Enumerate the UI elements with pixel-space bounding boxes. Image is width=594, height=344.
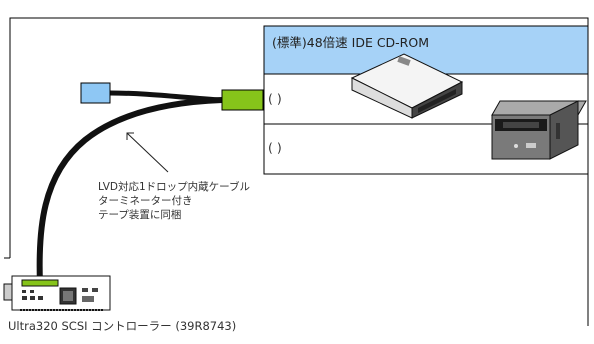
bay-label-3: ( ): [268, 140, 282, 155]
bay-label-cdrom: (標準)48倍速 IDE CD-ROM: [272, 35, 429, 50]
cable-note-line-1: LVD対応1ドロップ内蔵ケーブル: [98, 181, 251, 193]
callout-arrowhead: [126, 132, 134, 140]
scsi-controller-card-icon: [3, 275, 111, 311]
controller-label: Ultra320 SCSI コントローラー (39R8743): [8, 319, 237, 333]
terminator-icon: [80, 82, 111, 104]
cable-drive-connector: [221, 89, 264, 111]
scsi-cable-main: [36, 97, 225, 287]
cd-rom-drive-icon: [350, 53, 464, 119]
cable-note-line-2: ターミネーター付き: [98, 195, 193, 207]
cable-note: LVD対応1ドロップ内蔵ケーブル ターミネーター付き テープ装置に同梱: [98, 180, 250, 222]
tape-drive-icon: [491, 100, 587, 160]
cable-note-line-3: テープ装置に同梱: [98, 209, 182, 221]
bay-label-2: ( ): [268, 91, 282, 106]
callout-arrow: [126, 132, 169, 173]
scsi-cable-terminator: [107, 90, 225, 103]
